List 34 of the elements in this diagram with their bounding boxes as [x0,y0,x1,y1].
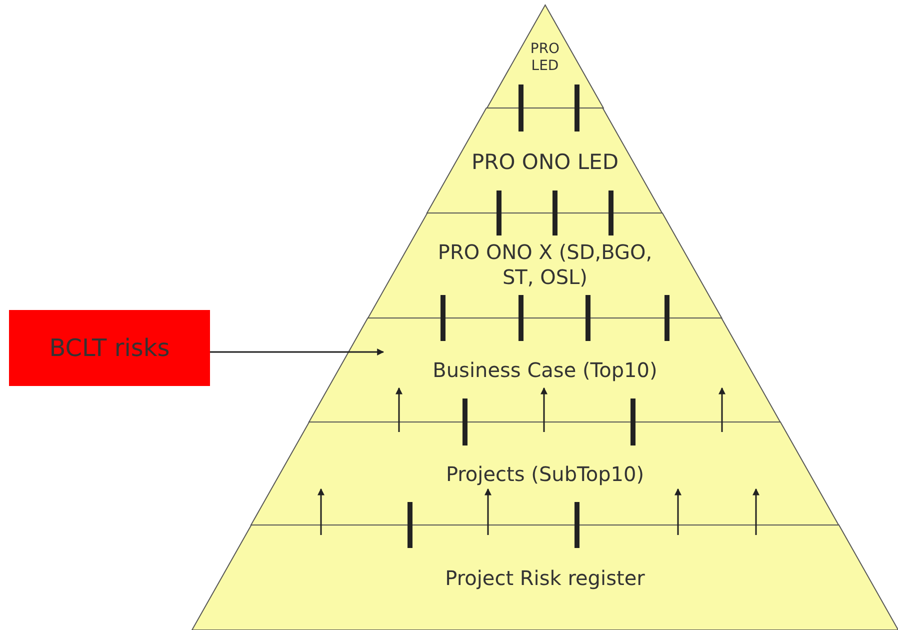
connector-bar [586,295,590,341]
pyramid-tier [309,318,781,422]
tier-label: PRO LED [530,40,560,74]
tier-label: PRO ONO X (SD,BGO, ST, OSL) [438,240,652,289]
pyramid-tier [192,525,898,630]
pyramid-tier [427,108,662,213]
tier-label: Business Case (Top10) [432,358,658,382]
arrow [318,488,324,535]
connector-bar [608,190,614,236]
connector-bar [664,295,670,341]
tier-label: Project Risk register [445,566,645,590]
callout-label: BCLT risks [49,334,170,362]
arrow [674,488,682,535]
connector-bar [518,84,524,132]
pyramid-tier [368,213,722,318]
arrow [210,348,384,356]
tier-label: PRO ONO LED [471,150,618,174]
connector-bar [552,190,558,236]
connector-bar [440,295,446,341]
connector-bar [574,84,580,132]
connector-bar [574,502,580,548]
tier-label: Projects (SubTop10) [446,462,644,486]
arrow [540,387,548,432]
arrow [396,387,402,432]
callout-box [9,310,210,386]
arrow [718,387,726,432]
connector-bar [518,295,524,341]
pyramid-tier [251,422,839,525]
connector-bar [408,502,412,548]
connector-bar [496,190,502,236]
connector-bar [462,398,468,446]
arrow [752,488,760,535]
connector-bar [630,398,636,446]
arrow [484,488,492,535]
